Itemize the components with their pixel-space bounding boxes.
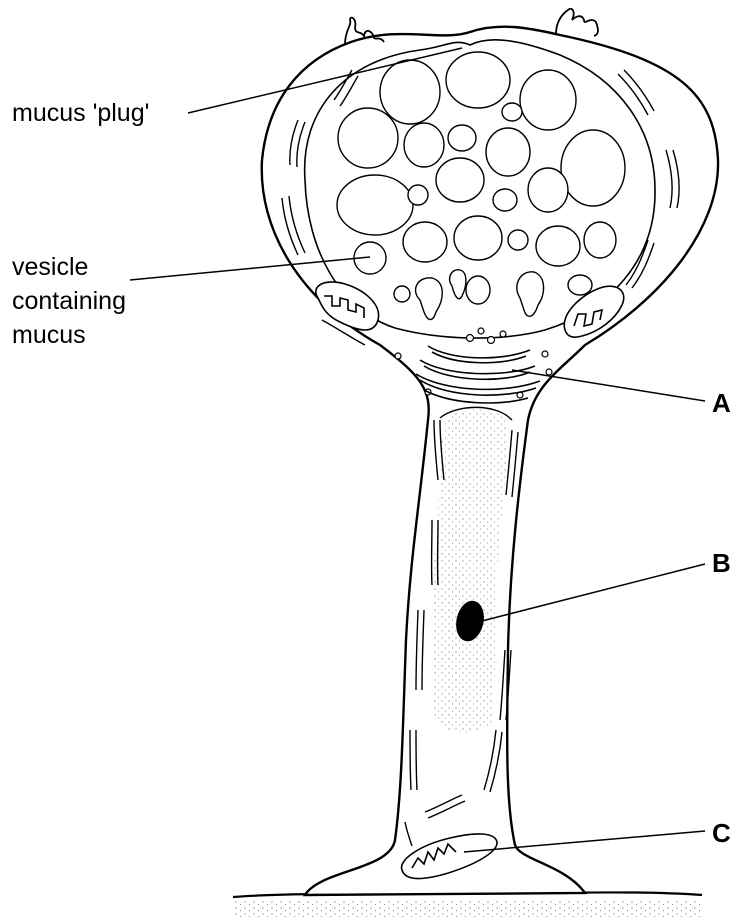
- basement-stipple: [233, 899, 703, 917]
- label-vesicle-line2: containing: [12, 284, 126, 318]
- label-vesicle-line1: vesicle: [12, 250, 88, 284]
- label-c: C: [712, 816, 731, 850]
- label-a: A: [712, 386, 731, 420]
- label-mucus-plug: mucus 'plug': [12, 96, 149, 130]
- label-b: B: [712, 546, 731, 580]
- label-vesicle-line3: mucus: [12, 318, 86, 352]
